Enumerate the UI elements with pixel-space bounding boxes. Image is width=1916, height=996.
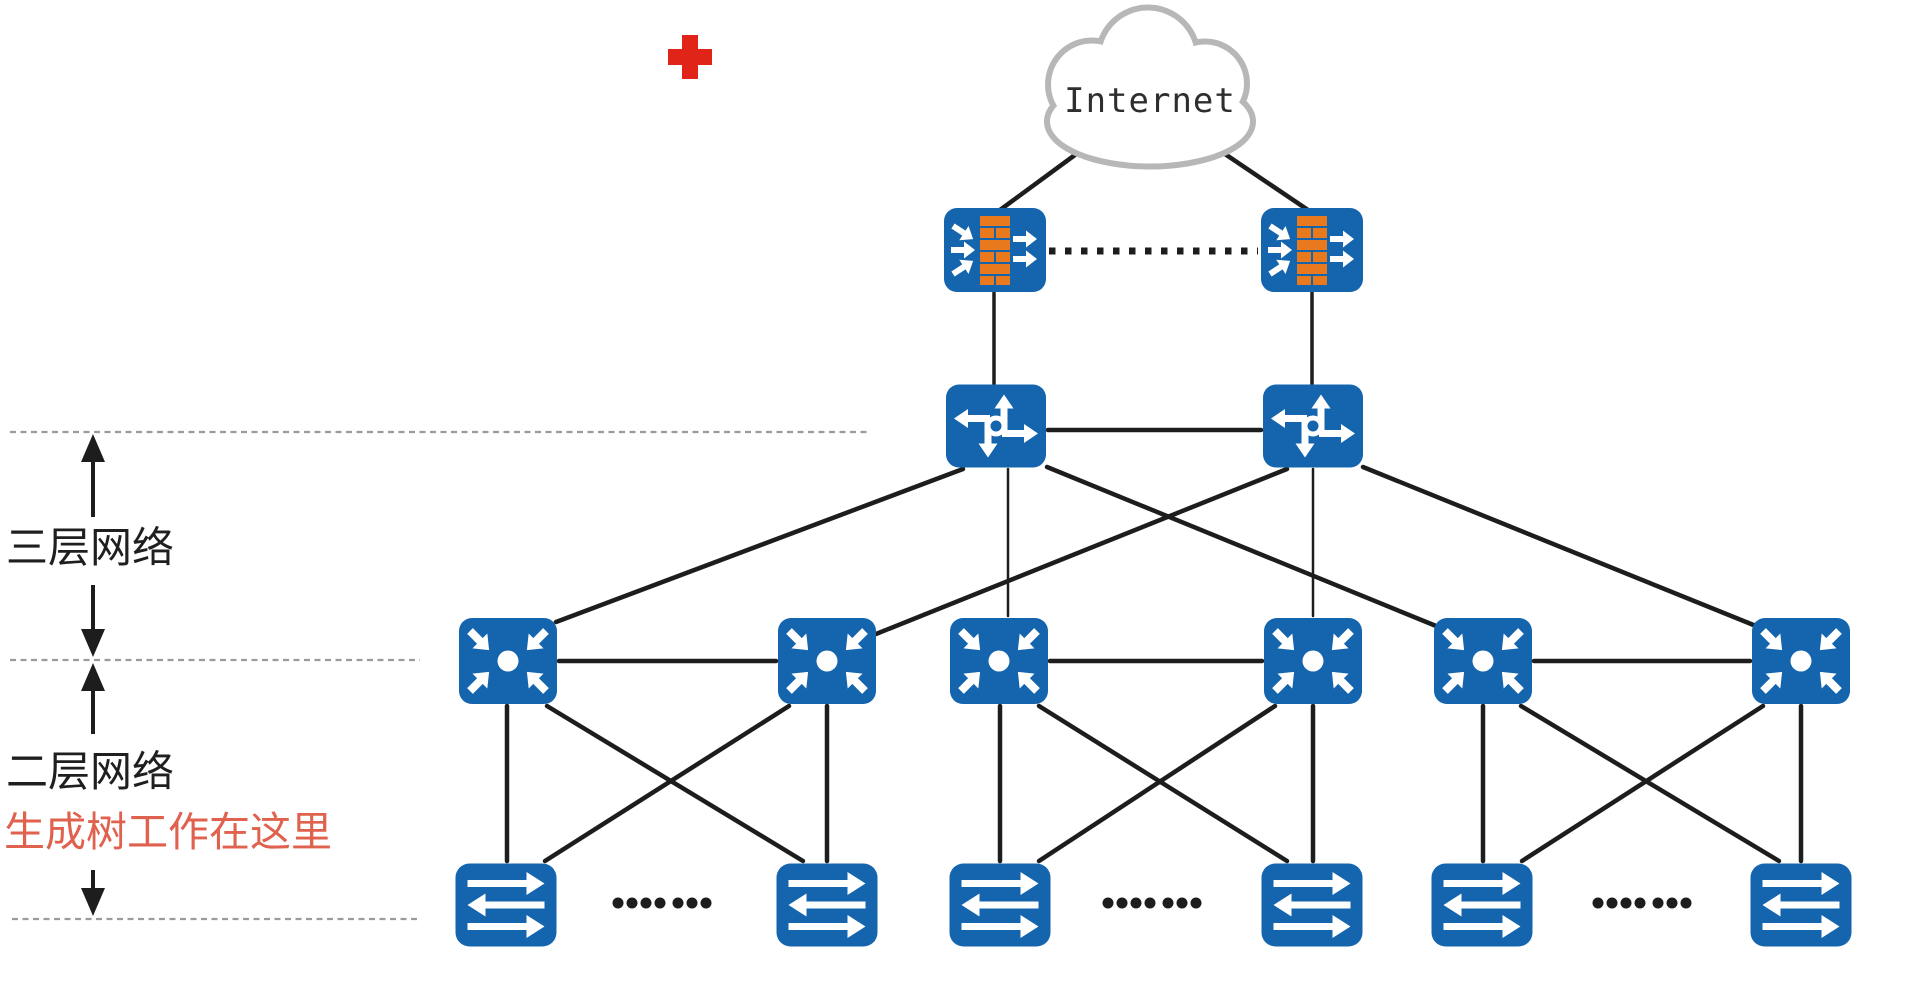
aggregation-switch-6-icon	[1752, 618, 1850, 704]
link-core1-agg1	[553, 466, 966, 625]
firewall-left-icon	[944, 208, 1046, 292]
access-switch-2-icon	[776, 863, 878, 947]
link-agg2-acc1	[542, 703, 792, 864]
gauge-arrowhead-down-icon	[81, 629, 105, 657]
spanning-tree-note-label: 生成树工作在这里	[4, 809, 332, 855]
core-router-right-icon	[1263, 385, 1363, 468]
layer3-network-label: 三层网络	[6, 524, 175, 571]
aggregation-switch-2-icon	[778, 618, 876, 704]
aggregation-switch-1-icon	[459, 618, 557, 704]
link-agg4-acc3	[1036, 703, 1278, 864]
access-switch-3-icon	[949, 863, 1051, 947]
link-core2-agg2	[873, 466, 1290, 637]
more-switches-ellipsis-1	[612, 897, 712, 909]
link-core1-agg5	[1044, 464, 1444, 631]
gauge-arrowhead-up-icon	[81, 434, 105, 462]
link-agg1-acc2	[544, 703, 806, 864]
link-cloud-fw1	[997, 149, 1082, 213]
link-cloud-fw2	[1219, 149, 1311, 213]
access-switch-4-icon	[1261, 863, 1363, 947]
red-plus-marker	[668, 35, 712, 79]
more-switches-ellipsis-3	[1592, 897, 1692, 909]
firewall-right-icon	[1261, 208, 1363, 292]
aggregation-switch-5-icon	[1434, 618, 1532, 704]
gauge-arrowhead-up-icon	[81, 663, 105, 691]
core-router-left-icon	[946, 385, 1046, 468]
access-switch-6-icon	[1750, 863, 1852, 947]
link-core2-agg6	[1360, 464, 1759, 629]
layer2-network-label: 二层网络	[6, 748, 175, 795]
more-switches-ellipsis-2	[1102, 897, 1202, 909]
link-agg6-acc5	[1519, 703, 1766, 864]
link-agg5-acc6	[1518, 703, 1782, 864]
access-switch-5-icon	[1431, 863, 1533, 947]
red-plus-vertical-bar	[682, 35, 698, 79]
aggregation-switch-3-icon	[950, 618, 1048, 704]
access-switch-1-icon	[455, 863, 557, 947]
internet-cloud-label: Internet	[1064, 81, 1236, 121]
link-agg3-acc4	[1036, 703, 1290, 864]
gauge-arrowhead-down-icon	[81, 888, 105, 916]
aggregation-switch-4-icon	[1264, 618, 1362, 704]
